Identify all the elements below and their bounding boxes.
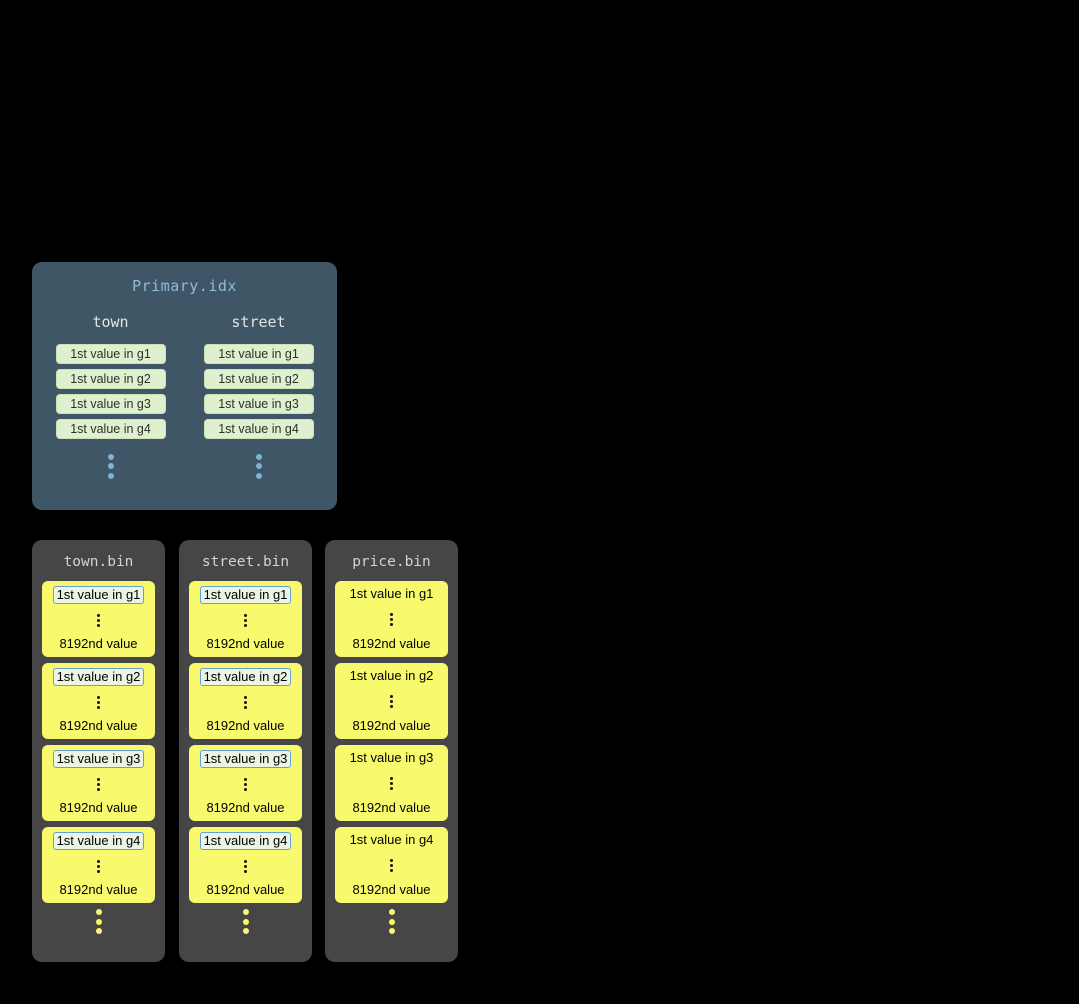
granule-first-value: 1st value in g3 [199,750,292,768]
ellipsis-dots-icon [107,450,114,482]
column-header-street: street [231,313,286,331]
granule-block: 1st value in g4 8192nd value [189,827,302,903]
ellipsis-dots-icon [97,858,100,875]
granule-block: 1st value in g3 8192nd value [335,745,448,821]
granule-block: 1st value in g2 8192nd value [42,663,155,739]
granule-last-value: 8192nd value [59,882,138,897]
bin-panel-price: price.bin 1st value in g1 8192nd value 1… [325,540,458,962]
granule-first-value: 1st value in g2 [199,668,292,686]
granule-last-value: 8192nd value [206,882,285,897]
bin-panel-street: street.bin 1st value in g1 8192nd value … [179,540,312,962]
ellipsis-dots-icon [179,909,312,934]
granule-last-value: 8192nd value [59,718,138,733]
index-mark: 1st value in g2 [203,369,314,389]
ellipsis-dots-icon [32,909,165,934]
granule-block: 1st value in g1 8192nd value [189,581,302,657]
granule-first-value: 1st value in g3 [349,750,434,765]
granule-block: 1st value in g3 8192nd value [42,745,155,821]
ellipsis-dots-icon [325,909,458,934]
bin-panel-town: town.bin 1st value in g1 8192nd value 1s… [32,540,165,962]
index-mark: 1st value in g4 [55,419,166,439]
granule-last-value: 8192nd value [206,718,285,733]
ellipsis-dots-icon [97,776,100,793]
index-column-town: town 1st value in g1 1st value in g2 1st… [55,313,167,482]
ellipsis-dots-icon [244,858,247,875]
primary-index-panel: Primary.idx town 1st value in g1 1st val… [32,262,337,510]
ellipsis-dots-icon [390,857,393,874]
index-mark: 1st value in g3 [203,394,314,414]
index-mark: 1st value in g2 [55,369,166,389]
bin-title: town.bin [63,554,134,570]
primary-index-columns: town 1st value in g1 1st value in g2 1st… [32,313,337,482]
granule-first-value: 1st value in g4 [349,832,434,847]
primary-index-title: Primary.idx [132,277,237,295]
granule-last-value: 8192nd value [206,800,285,815]
ellipsis-dots-icon [97,612,100,629]
granule-first-value: 1st value in g2 [52,668,145,686]
granule-first-value: 1st value in g1 [52,586,145,604]
ellipsis-dots-icon [390,693,393,710]
granule-last-value: 8192nd value [352,882,431,897]
granule-first-value: 1st value in g1 [199,586,292,604]
ellipsis-dots-icon [244,612,247,629]
granule-block: 1st value in g2 8192nd value [335,663,448,739]
granule-block: 1st value in g3 8192nd value [189,745,302,821]
granule-last-value: 8192nd value [352,636,431,651]
granule-block: 1st value in g2 8192nd value [189,663,302,739]
column-header-town: town [92,313,129,331]
granule-block: 1st value in g1 8192nd value [42,581,155,657]
granule-last-value: 8192nd value [59,636,138,651]
bin-title: price.bin [352,554,431,570]
index-column-street: street 1st value in g1 1st value in g2 1… [203,313,315,482]
granule-first-value: 1st value in g2 [349,668,434,683]
ellipsis-dots-icon [390,611,393,628]
ellipsis-dots-icon [97,694,100,711]
ellipsis-dots-icon [255,450,262,482]
granule-last-value: 8192nd value [206,636,285,651]
bin-title: street.bin [201,554,290,570]
ellipsis-dots-icon [244,776,247,793]
granule-first-value: 1st value in g3 [52,750,145,768]
ellipsis-dots-icon [244,694,247,711]
granule-block: 1st value in g4 8192nd value [335,827,448,903]
index-mark: 1st value in g4 [203,419,314,439]
granule-block: 1st value in g1 8192nd value [335,581,448,657]
index-mark: 1st value in g3 [55,394,166,414]
ellipsis-dots-icon [390,775,393,792]
granule-last-value: 8192nd value [352,718,431,733]
granule-last-value: 8192nd value [59,800,138,815]
granule-last-value: 8192nd value [352,800,431,815]
granule-first-value: 1st value in g1 [349,586,434,601]
granule-first-value: 1st value in g4 [52,832,145,850]
index-mark: 1st value in g1 [203,344,314,364]
granule-block: 1st value in g4 8192nd value [42,827,155,903]
granule-first-value: 1st value in g4 [199,832,292,850]
index-mark: 1st value in g1 [55,344,166,364]
